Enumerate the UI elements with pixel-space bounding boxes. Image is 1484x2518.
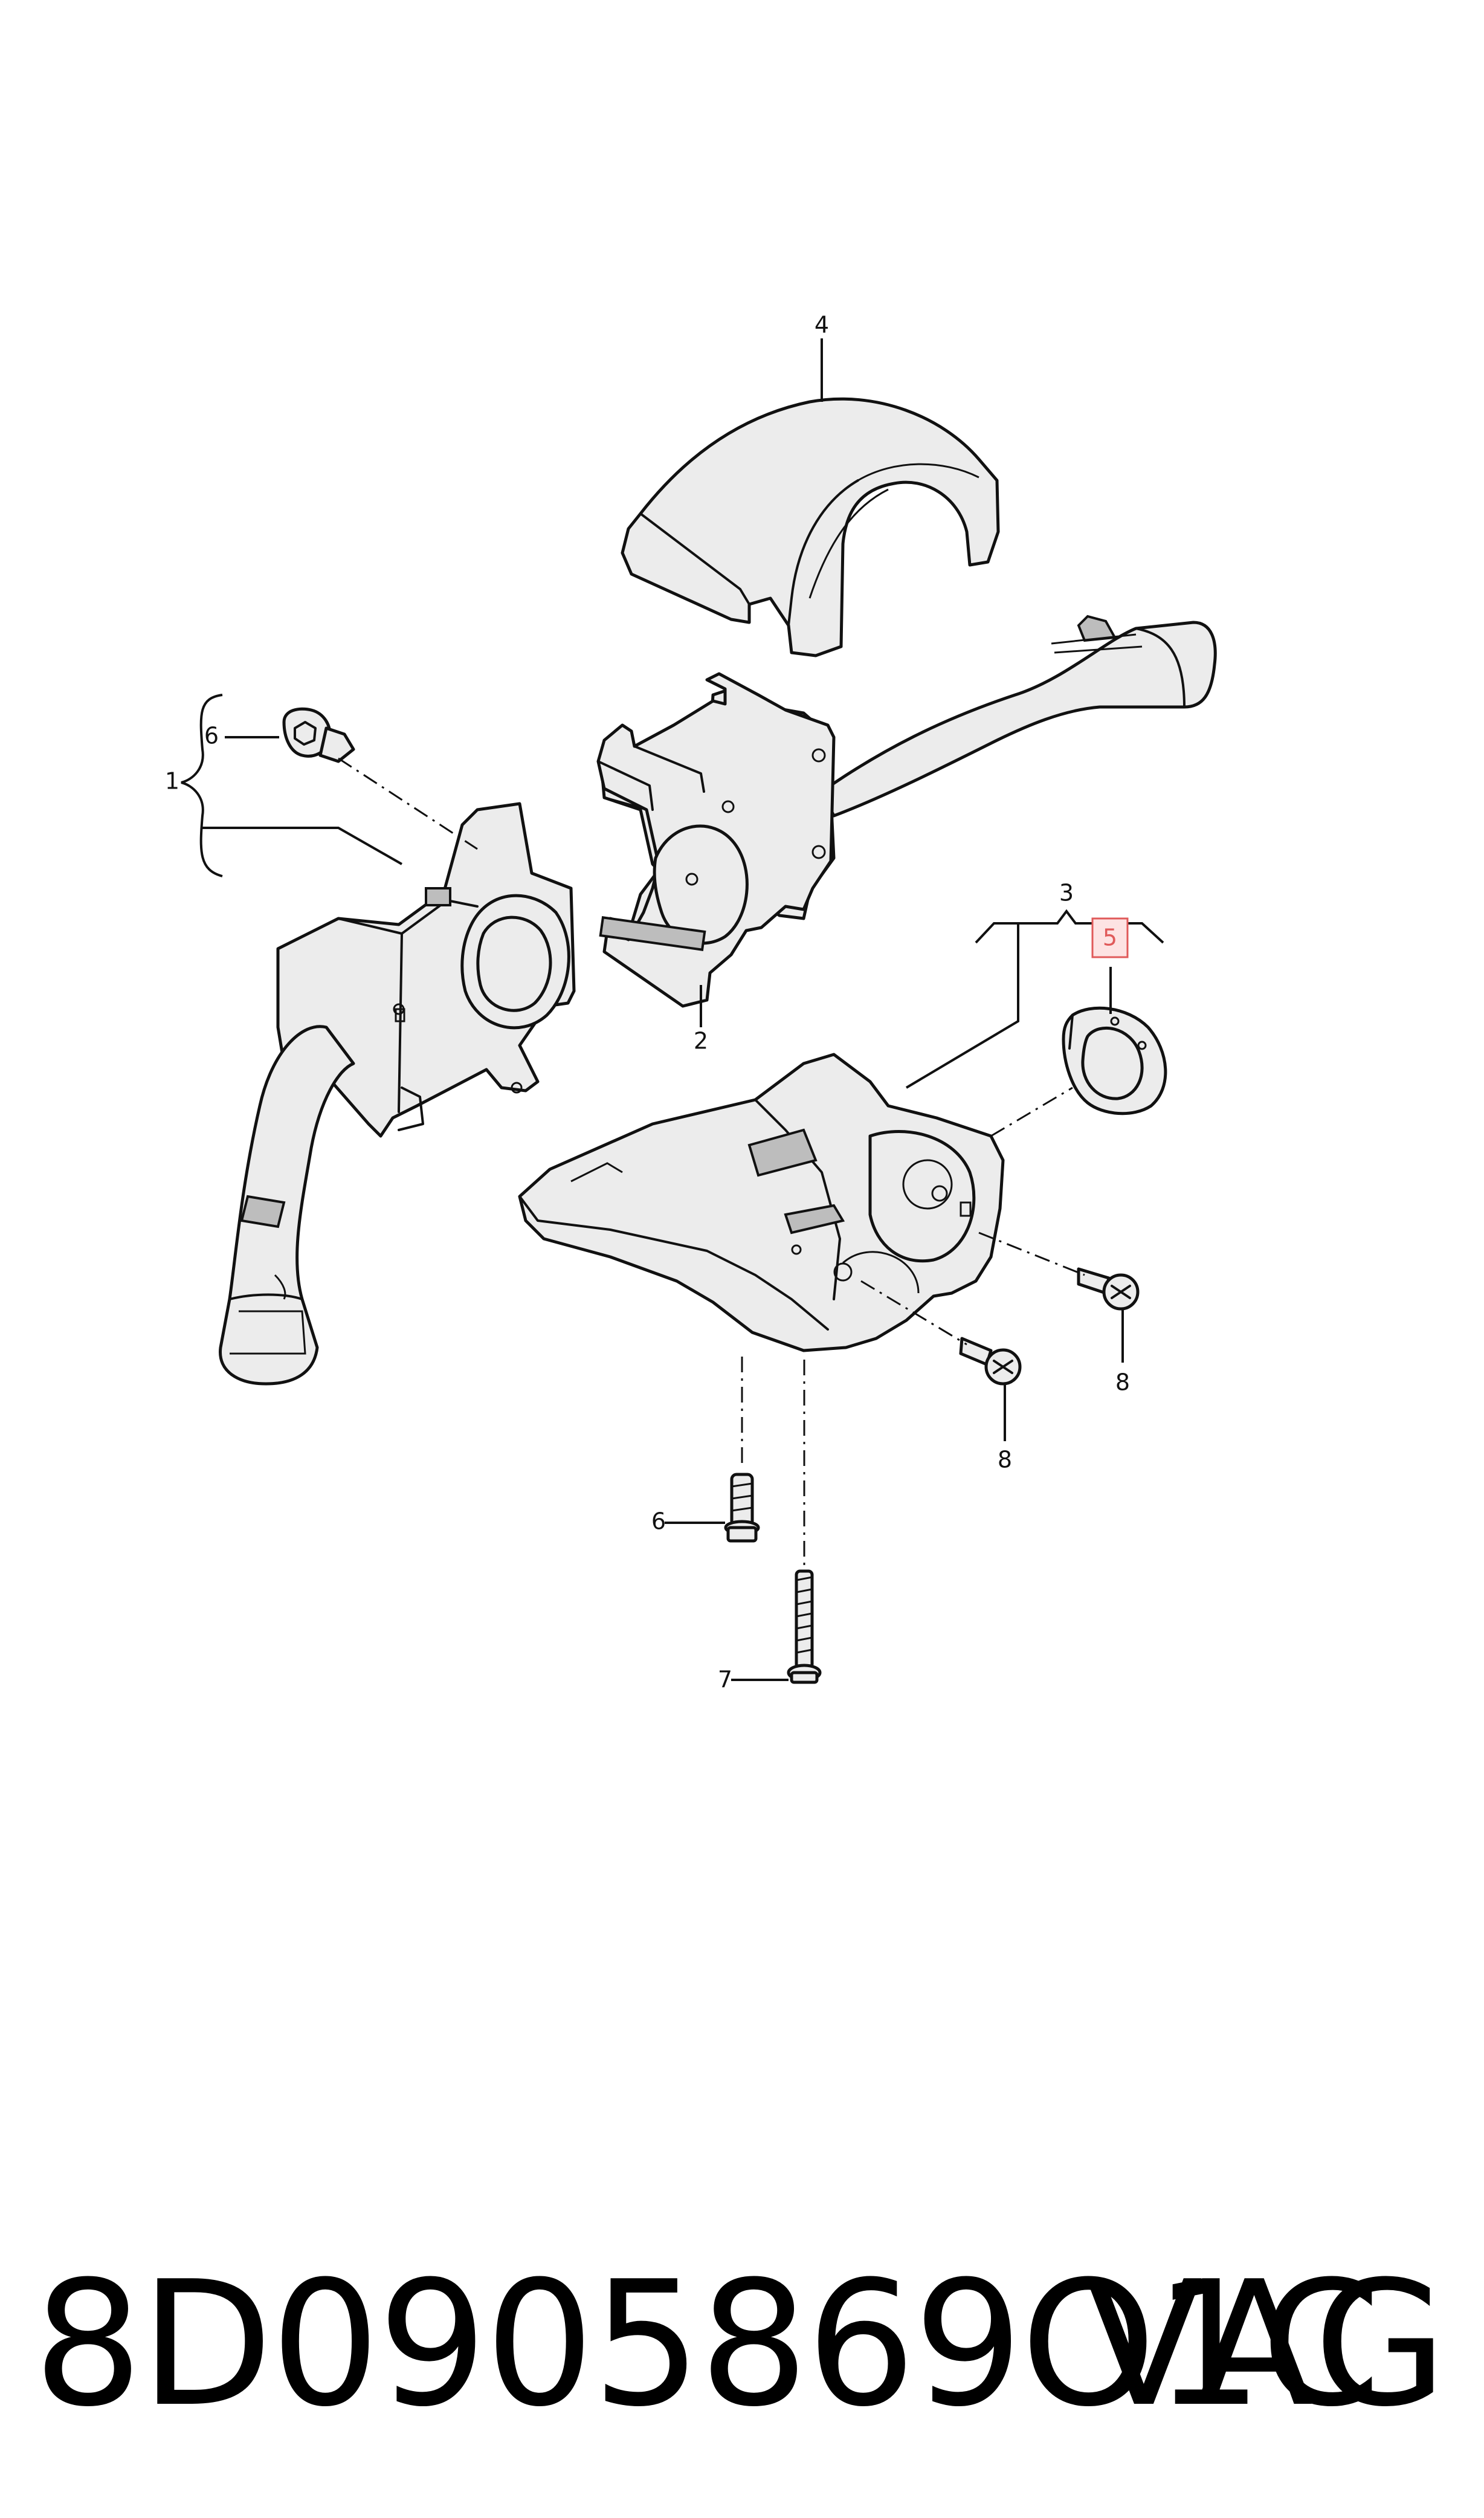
callout-6-upper: 6 <box>204 723 219 749</box>
part-3-lower-trim-cover <box>518 1053 1005 1352</box>
exploded-parts-diagram: 4 2 1 6 3 5 8 8 6 7 <box>165 312 1217 1693</box>
brand-text: VAG <box>1085 2244 1451 2445</box>
part-8-screw-right <box>1077 1267 1140 1311</box>
part-6-bolt-lower <box>724 1473 760 1543</box>
footer: 8D0905869O1C VAG <box>0 2236 1484 2453</box>
callout-6-lower: 6 <box>651 1508 666 1535</box>
callout-labels: 4 2 1 6 3 5 8 8 6 7 <box>165 312 1130 1693</box>
leader-lines <box>181 338 1164 1681</box>
callout-3: 3 <box>1059 880 1074 906</box>
callout-2: 2 <box>694 1028 708 1054</box>
part-4-upper-trim-cover <box>621 397 1000 657</box>
part-number-text: 8D0905869O1C <box>33 2244 1381 2445</box>
callout-4: 4 <box>815 312 829 338</box>
part-2-bracket <box>596 672 836 1008</box>
part-7-long-screw <box>787 1569 822 1684</box>
callout-5-highlight-box <box>1091 917 1129 958</box>
part-8-screw-center <box>959 1337 1022 1386</box>
diagram-canvas: 4 2 1 6 3 5 8 8 6 7 <box>165 312 1217 1693</box>
callout-5: 5 <box>1103 925 1117 951</box>
part-6-bolt-upper <box>282 707 355 763</box>
part-5-cap <box>1062 1006 1167 1115</box>
callout-8-right: 8 <box>1115 1369 1130 1396</box>
callout-1: 1 <box>165 768 179 795</box>
callout-7: 7 <box>718 1667 732 1693</box>
assembly-axes <box>338 757 1085 1565</box>
callout-8-center: 8 <box>998 1447 1012 1473</box>
